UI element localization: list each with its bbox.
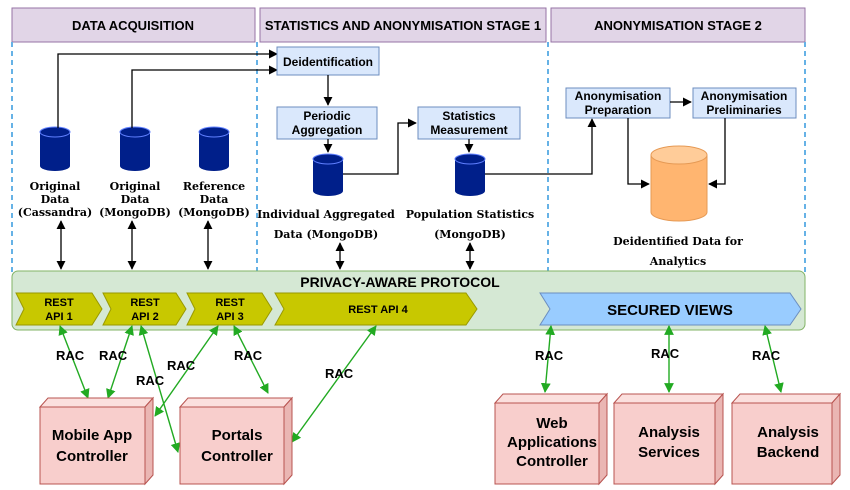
db-label: Data <box>41 193 70 206</box>
controller-label: Portals <box>212 427 263 444</box>
rac-arrows <box>58 325 784 453</box>
rest-api-1: REST API 1 <box>15 292 103 326</box>
api-label: REST API 4 <box>348 304 408 316</box>
stage-dividers <box>11 42 806 272</box>
process-label: Deidentification <box>283 55 373 69</box>
db-label: Individual Aggregated <box>257 208 395 221</box>
process-anonymisation-preliminaries: Anonymisation Preliminaries <box>692 87 797 119</box>
controller-analysis-services[interactable]: Analysis Services <box>612 392 725 486</box>
protocol-title: PRIVACY-AWARE PROTOCOL <box>300 274 500 290</box>
controller-label: Controller <box>201 448 273 465</box>
controller-mobile-app[interactable]: Mobile App Controller <box>38 396 155 486</box>
controller-label: Applications <box>507 434 597 451</box>
connectors-stage2 <box>627 97 726 189</box>
controller-label: Controller <box>56 448 128 465</box>
connectors-acquisition <box>57 49 278 128</box>
api-label: REST <box>215 297 245 309</box>
controller-portals[interactable]: Portals Controller <box>178 396 294 486</box>
secured-views: SECURED VIEWS <box>539 292 802 326</box>
connectors-stage1 <box>323 75 597 175</box>
controller-web-applications[interactable]: Web Applications Controller <box>493 392 609 486</box>
api-label: API 3 <box>216 311 244 323</box>
stage-title: DATA ACQUISITION <box>72 18 194 33</box>
rac-label: RAC <box>752 348 781 363</box>
db-population-statistics <box>454 153 486 196</box>
api-label: REST <box>130 297 160 309</box>
db-label: Data (MongoDB) <box>274 228 379 241</box>
rac-label: RAC <box>535 348 564 363</box>
rest-api-3: REST API 3 <box>186 292 273 326</box>
process-label: Statistics <box>442 109 496 123</box>
db-original-cassandra <box>39 126 71 171</box>
db-label: Data <box>200 193 229 206</box>
rac-label: RAC <box>167 358 196 373</box>
process-label: Aggregation <box>292 123 363 137</box>
process-label: Preparation <box>585 103 652 117</box>
db-label: Reference <box>183 180 245 193</box>
db-individual-aggregated <box>312 153 344 196</box>
process-label: Periodic <box>303 109 351 123</box>
db-label: Analytics <box>649 255 706 268</box>
db-label: (Cassandra) <box>18 206 92 219</box>
db-label: (MongoDB) <box>434 228 506 241</box>
db-label: Population Statistics <box>406 208 535 221</box>
stage-header-stage2: ANONYMISATION STAGE 2 <box>550 7 806 43</box>
rac-label: RAC <box>325 366 354 381</box>
controller-label: Controller <box>516 453 588 470</box>
api-label: REST <box>44 297 74 309</box>
controller-label: Services <box>638 444 700 461</box>
process-label: Anonymisation <box>575 89 662 103</box>
controller-label: Analysis <box>638 424 700 441</box>
controller-label: Web <box>536 415 567 432</box>
process-label: Measurement <box>430 123 507 137</box>
rac-labels: RAC RAC RAC RAC RAC RAC RAC RAC RAC <box>56 346 781 388</box>
controller-analysis-backend[interactable]: Analysis Backend <box>730 392 842 486</box>
db-deidentified-analytics <box>650 145 708 222</box>
api-label: API 2 <box>131 311 159 323</box>
process-deidentification: Deidentification <box>276 46 380 76</box>
db-label: Original <box>110 180 161 193</box>
rest-api-4: REST API 4 <box>274 292 478 326</box>
rac-label: RAC <box>56 348 85 363</box>
db-reference-mongodb <box>198 126 230 171</box>
db-protocol-arrows <box>56 220 475 270</box>
stage-title: STATISTICS AND ANONYMISATION STAGE 1 <box>265 18 541 33</box>
process-label: Preliminaries <box>706 103 782 117</box>
rac-label: RAC <box>234 348 263 363</box>
secured-views-label: SECURED VIEWS <box>607 302 733 319</box>
stage-header-acquisition: DATA ACQUISITION <box>11 7 256 43</box>
db-original-mongodb <box>119 126 151 171</box>
rac-label: RAC <box>136 373 165 388</box>
controller-label: Backend <box>757 444 820 461</box>
process-periodic-aggregation: Periodic Aggregation <box>276 106 378 140</box>
db-label: (MongoDB) <box>178 206 250 219</box>
db-label: (MongoDB) <box>99 206 171 219</box>
db-label: Deidentified Data for <box>613 235 743 248</box>
stage-header-stage1: STATISTICS AND ANONYMISATION STAGE 1 <box>259 7 547 43</box>
process-statistics-measurement: Statistics Measurement <box>417 106 521 140</box>
controller-label: Mobile App <box>52 427 132 444</box>
rac-label: RAC <box>99 348 128 363</box>
controller-label: Analysis <box>757 424 819 441</box>
rest-api-2: REST API 2 <box>102 292 187 326</box>
process-label: Anonymisation <box>701 89 788 103</box>
db-label: Original <box>30 180 81 193</box>
stage-title: ANONYMISATION STAGE 2 <box>594 18 762 33</box>
db-label: Data <box>121 193 150 206</box>
rac-label: RAC <box>651 346 680 361</box>
api-label: API 1 <box>45 311 73 323</box>
process-anonymisation-preparation: Anonymisation Preparation <box>565 87 671 119</box>
